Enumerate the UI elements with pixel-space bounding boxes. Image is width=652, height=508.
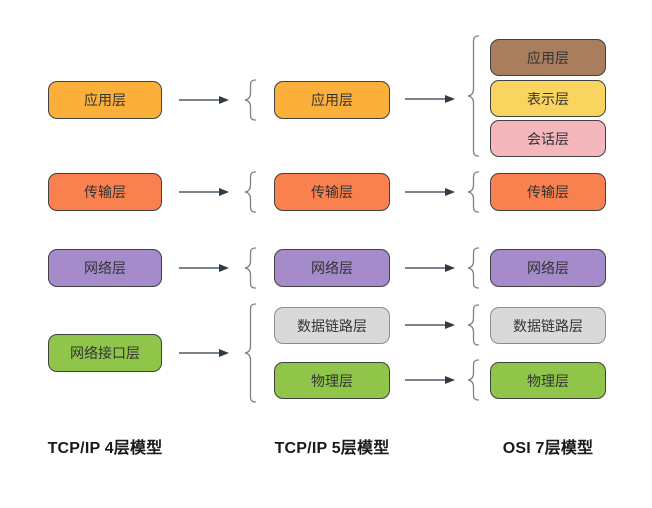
arrow-icon: [179, 264, 229, 272]
physical-layer-box: 物理层: [274, 362, 390, 399]
brace-icon: [244, 303, 257, 403]
tcpip4-model-label: TCP/IP 4层模型: [47, 440, 163, 457]
application-layer-box: 应用层: [48, 81, 162, 119]
application-layer-box: 应用层: [274, 81, 390, 119]
osi7-model-label: OSI 7层模型: [502, 440, 594, 457]
data-link-layer-box: 数据链路层: [490, 307, 606, 344]
brace-icon: [467, 304, 480, 346]
brace-icon: [244, 171, 257, 213]
network-layer-box: 网络层: [48, 249, 162, 287]
arrow-icon: [179, 349, 229, 357]
arrow-icon: [179, 96, 229, 104]
brace-icon: [244, 247, 257, 289]
transport-layer-box: 传输层: [490, 173, 606, 211]
brace-icon: [467, 171, 480, 213]
brace-icon: [467, 35, 480, 157]
application-layer-box: 应用层: [490, 39, 606, 76]
arrow-icon: [179, 188, 229, 196]
data-link-layer-box: 数据链路层: [274, 307, 390, 344]
brace-icon: [244, 79, 257, 121]
brace-icon: [467, 359, 480, 401]
network-layer-box: 网络层: [490, 249, 606, 287]
arrow-icon: [405, 264, 455, 272]
tcpip5-model-label: TCP/IP 5层模型: [274, 440, 390, 457]
presentation-layer-box: 表示层: [490, 80, 606, 117]
session-layer-box: 会话层: [490, 120, 606, 157]
network-layer-box: 网络层: [274, 249, 390, 287]
transport-layer-box: 传输层: [274, 173, 390, 211]
physical-layer-box: 物理层: [490, 362, 606, 399]
arrow-icon: [405, 95, 455, 103]
arrow-icon: [405, 321, 455, 329]
arrow-icon: [405, 376, 455, 384]
transport-layer-box: 传输层: [48, 173, 162, 211]
brace-icon: [467, 247, 480, 289]
network-interface-layer-box: 网络接口层: [48, 334, 162, 372]
arrow-icon: [405, 188, 455, 196]
